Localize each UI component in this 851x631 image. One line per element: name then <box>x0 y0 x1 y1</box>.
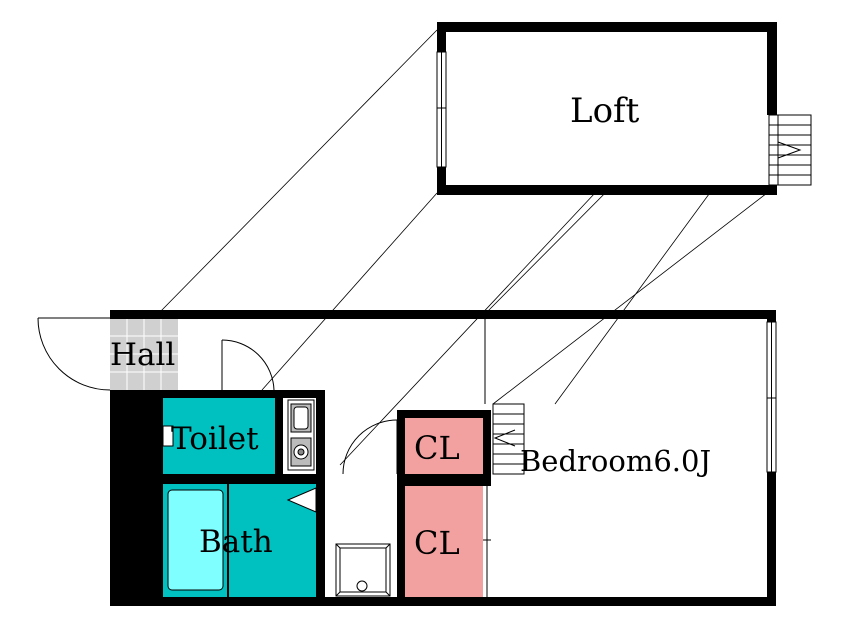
closet-upper-floor <box>405 418 483 474</box>
room-label-bedroom: Bedroom6.0J <box>520 444 712 478</box>
room-label-bath: Bath <box>199 524 273 560</box>
room-label-toilet: Toilet <box>171 421 259 457</box>
room-label-loft: Loft <box>570 91 640 131</box>
room-label-closet-lower: CL <box>414 524 460 562</box>
entrance-door <box>37 317 111 391</box>
hall-tile-grid <box>110 318 178 390</box>
washer-space <box>335 543 391 597</box>
closet-lower-floor <box>405 486 483 598</box>
bathtub <box>167 489 224 591</box>
loft-stairs <box>768 114 812 186</box>
loft-room <box>436 22 777 195</box>
thin-partitions <box>483 319 491 597</box>
toilet-fixture <box>162 425 174 447</box>
closet-door <box>342 419 398 475</box>
bedroom-window <box>766 321 777 473</box>
bath-divider <box>227 484 229 598</box>
toilet-door <box>221 339 275 391</box>
bedroom-stairs <box>492 403 525 475</box>
room-label-closet-upper: CL <box>414 429 460 467</box>
room-label-hall: Hall <box>110 337 176 373</box>
kitchen-unit <box>287 399 315 471</box>
toilet-floor <box>163 398 275 474</box>
